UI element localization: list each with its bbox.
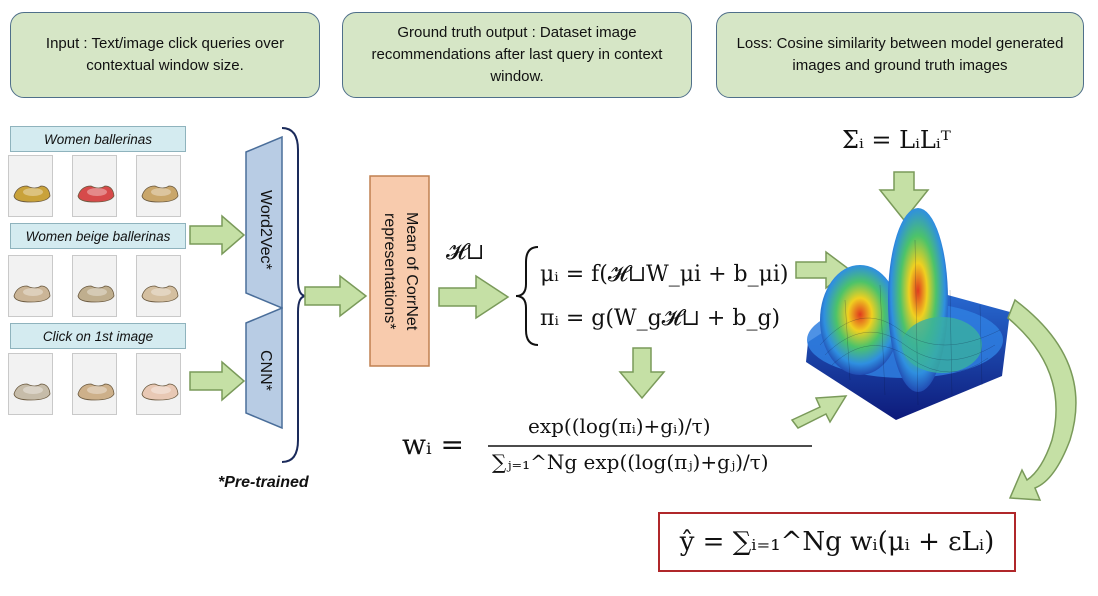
mean-box-label: Mean of CorrNet representations* bbox=[381, 211, 420, 331]
arrow-pi-to-w bbox=[618, 347, 666, 400]
encoder-merge-brace bbox=[281, 127, 307, 463]
w-equation-lhs: wᵢ = bbox=[402, 428, 464, 461]
cnn-label: CNN* bbox=[257, 349, 274, 391]
shoe-image bbox=[77, 383, 115, 401]
gaussian-mixture-surface bbox=[806, 208, 1010, 420]
arrow-sigma-to-surface bbox=[878, 171, 930, 222]
shoe-image bbox=[13, 383, 51, 401]
pi-equation: πᵢ = g(W_g𝓗⊔ + b_g) bbox=[540, 306, 781, 331]
shoe-image bbox=[141, 383, 179, 401]
arrow-to-equations bbox=[438, 274, 510, 320]
shoe-image bbox=[13, 285, 51, 303]
query-label-2: Women beige ballerinas bbox=[10, 223, 186, 249]
shoe-thumbnail[interactable] bbox=[72, 255, 117, 317]
word2vec-label: Word2Vec* bbox=[257, 190, 274, 270]
arrow-row2-to-word2vec bbox=[189, 214, 246, 256]
arrow-w-to-surface bbox=[790, 395, 848, 429]
ground-truth-description-box: Ground truth output : Dataset image reco… bbox=[342, 12, 692, 98]
shoe-thumbnail[interactable] bbox=[136, 255, 181, 317]
shoe-image bbox=[77, 185, 115, 203]
sigma-equation: Σᵢ = LᵢLᵢᵀ bbox=[842, 126, 951, 154]
shoe-thumbnail[interactable] bbox=[8, 353, 53, 415]
y-hat-equation: ŷ = ∑ᵢ₌₁^Ng wᵢ(μᵢ + εLᵢ) bbox=[679, 527, 995, 557]
arrow-row3-to-cnn bbox=[189, 360, 246, 402]
mean-box-shape bbox=[369, 175, 430, 367]
h-symbol: 𝓗⊔ bbox=[446, 240, 485, 265]
curved-arrow-to-result bbox=[1007, 298, 1077, 501]
shoe-image bbox=[141, 285, 179, 303]
loss-description-box: Loss: Cosine similarity between model ge… bbox=[716, 12, 1084, 98]
w-equation-denominator: ∑ⱼ₌₁^Ng exp((log(πⱼ)+gⱼ)/τ) bbox=[492, 450, 769, 474]
shoe-image bbox=[141, 185, 179, 203]
shoe-thumbnail[interactable] bbox=[72, 353, 117, 415]
result-box: ŷ = ∑ᵢ₌₁^Ng wᵢ(μᵢ + εLᵢ) bbox=[658, 512, 1016, 572]
equation-brace bbox=[515, 246, 539, 346]
shoe-thumbnail[interactable] bbox=[72, 155, 117, 217]
arrow-to-mean-box bbox=[304, 274, 368, 318]
query-label-3: Click on 1st image bbox=[10, 323, 186, 349]
input-description-box: Input : Text/image click queries over co… bbox=[10, 12, 320, 98]
query-label-1: Women ballerinas bbox=[10, 126, 186, 152]
mu-equation: μᵢ = f(𝓗⊔W_μi + b_μi) bbox=[540, 262, 789, 287]
shoe-thumbnail[interactable] bbox=[136, 155, 181, 217]
shoe-image bbox=[77, 285, 115, 303]
cnn-encoder-shape bbox=[245, 306, 283, 430]
shoe-thumbnail[interactable] bbox=[136, 353, 181, 415]
shoe-thumbnail[interactable] bbox=[8, 255, 53, 317]
pretrained-note: *Pre-trained bbox=[218, 474, 309, 491]
w-equation-numerator: exp((log(πᵢ)+gᵢ)/τ) bbox=[528, 414, 711, 438]
shoe-thumbnail[interactable] bbox=[8, 155, 53, 217]
shoe-image bbox=[13, 185, 51, 203]
